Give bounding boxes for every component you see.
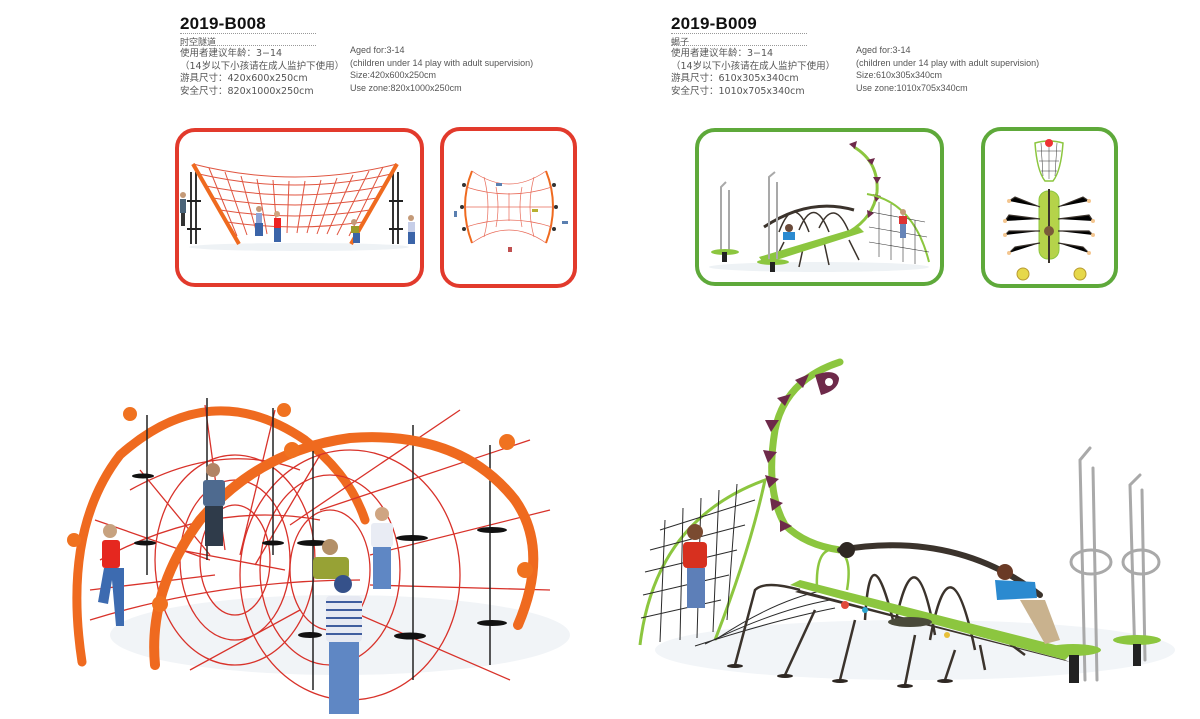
specs-en: Aged for:3-14 (children under 14 play wi…	[350, 44, 533, 94]
render-spiderweb-tunnel-b008	[60, 380, 580, 719]
divider	[671, 33, 807, 34]
thumbnail-top-view-b009	[981, 127, 1118, 288]
spec-supervision-cn: （14岁以下小孩请在成人监护下使用）	[180, 60, 345, 72]
spec-size-cn: 游具尺寸：610x305x340cm	[671, 73, 799, 84]
divider	[671, 45, 807, 46]
thumbnail-top-view-b008	[440, 127, 577, 288]
product-name-cn: 蝎子	[671, 38, 690, 48]
spec-usezone-en: Use zone:820x1000x250cm	[350, 82, 462, 93]
top-view-illustration	[454, 170, 568, 252]
spiderweb-tunnel-illustration	[67, 398, 570, 714]
top-view-illustration	[1003, 139, 1095, 281]
spec-supervision-en: (children under 14 play with adult super…	[856, 57, 1040, 68]
spec-age-cn: 使用者建议年龄：3−14	[671, 48, 774, 59]
child-figures	[683, 524, 1060, 644]
spec-size-en: Size:420x600x250cm	[350, 70, 437, 80]
spec-size-cn: 游具尺寸：420x600x250cm	[180, 73, 308, 84]
spec-usezone-en: Use zone:1010x705x340cm	[856, 82, 968, 93]
spec-age-en: Aged for:3-14	[856, 45, 911, 55]
spec-supervision-cn: （14岁以下小孩请在成人监护下使用）	[671, 60, 836, 72]
side-view-illustration	[709, 141, 930, 272]
spec-size-en: Size:610x305x340cm	[856, 70, 943, 80]
spec-supervision-en: (children under 14 play with adult super…	[350, 57, 534, 68]
spec-age-cn: 使用者建议年龄：3−14	[180, 48, 283, 59]
spec-usezone-cn: 安全尺寸：1010x705x340cm	[671, 85, 805, 97]
scorpion-climber-illustration	[638, 358, 1175, 688]
render-scorpion-climber-b009	[625, 350, 1185, 719]
child-figures	[98, 463, 393, 714]
product-name-cn: 时空隧道	[180, 38, 217, 48]
specs-cn: 使用者建议年龄：3−14 （14岁以下小孩请在成人监护下使用） 游具尺寸：610…	[671, 48, 835, 98]
thumbnail-side-view-b008	[175, 128, 424, 287]
specs-en: Aged for:3-14 (children under 14 play wi…	[856, 44, 1039, 94]
divider	[180, 33, 316, 34]
side-view-illustration	[180, 163, 415, 251]
product-code: 2019-B009	[671, 14, 757, 33]
spec-usezone-cn: 安全尺寸：820x1000x250cm	[180, 85, 314, 97]
product-code: 2019-B008	[180, 14, 266, 33]
divider	[180, 45, 316, 46]
thumbnail-side-view-b009	[695, 128, 944, 286]
spec-age-en: Aged for:3-14	[350, 45, 405, 55]
child-figure	[180, 192, 415, 244]
specs-cn: 使用者建议年龄：3−14 （14岁以下小孩请在成人监护下使用） 游具尺寸：420…	[180, 48, 344, 98]
